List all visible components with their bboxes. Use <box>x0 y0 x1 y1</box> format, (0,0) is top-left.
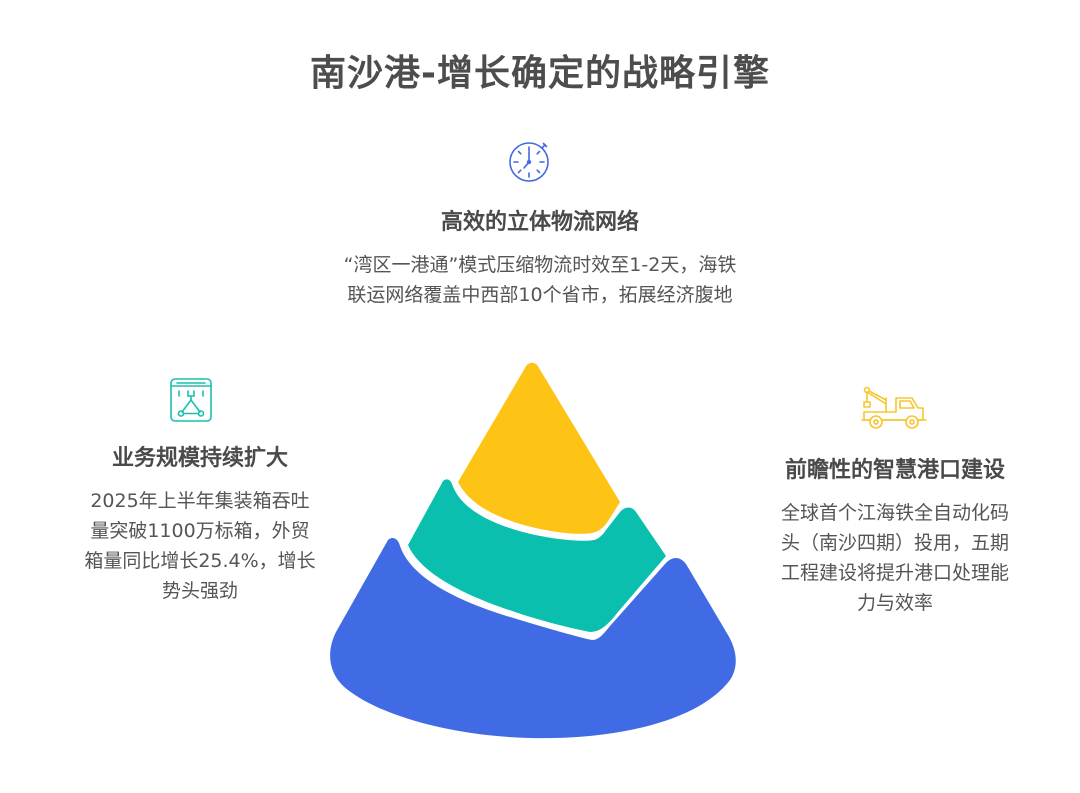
pyramid-tier-bottom <box>330 538 736 739</box>
stopwatch-icon <box>505 136 555 190</box>
section-body-line: 2025年上半年集装箱吞吐 <box>90 490 310 512</box>
pyramid-tier-middle <box>408 479 666 632</box>
page-title: 南沙港-增长确定的战略引擎 <box>310 53 770 94</box>
section-body: “湾区一港通”模式压缩物流时效至1-2天，海铁 联运网络覆盖中西部10个省市，拓… <box>260 250 820 310</box>
section-body-line: 头（南沙四期）投用，五期 <box>780 532 1009 554</box>
section-body-line: 工程建设将提升港口处理能 <box>780 562 1009 584</box>
section-body-line: 势头强劲 <box>161 580 238 602</box>
section-logistics-network: 高效的立体物流网络 “湾区一港通”模式压缩物流时效至1-2天，海铁 联运网络覆盖… <box>260 204 820 310</box>
section-heading: 前瞻性的智慧港口建设 <box>784 458 1005 483</box>
section-body-line: 箱量同比增长25.4%，增长 <box>84 550 316 572</box>
section-heading: 业务规模持续扩大 <box>111 446 288 471</box>
tow-truck-icon <box>860 384 930 436</box>
section-body-line: “湾区一港通”模式压缩物流时效至1-2天，海铁 <box>343 254 737 276</box>
section-business-scale: 业务规模持续扩大 2025年上半年集装箱吞吐 量突破1100万标箱，外贸 箱量同… <box>40 440 360 606</box>
section-body-line: 力与效率 <box>856 592 933 614</box>
section-body-line: 联运网络覆盖中西部10个省市，拓展经济腹地 <box>347 284 733 306</box>
crane-claw-icon <box>167 376 215 428</box>
section-heading: 高效的立体物流网络 <box>440 210 639 235</box>
section-smart-port: 前瞻性的智慧港口建设 全球首个江海铁全自动化码 头（南沙四期）投用，五期 工程建… <box>730 452 1060 618</box>
section-body-line: 量突破1100万标箱，外贸 <box>90 520 310 542</box>
section-body-line: 全球首个江海铁全自动化码 <box>780 502 1009 524</box>
section-body: 全球首个江海铁全自动化码 头（南沙四期）投用，五期 工程建设将提升港口处理能 力… <box>730 498 1060 618</box>
pyramid-diagram <box>320 350 750 754</box>
section-body: 2025年上半年集装箱吞吐 量突破1100万标箱，外贸 箱量同比增长25.4%，… <box>40 486 360 606</box>
pyramid-tier-top <box>458 362 620 534</box>
